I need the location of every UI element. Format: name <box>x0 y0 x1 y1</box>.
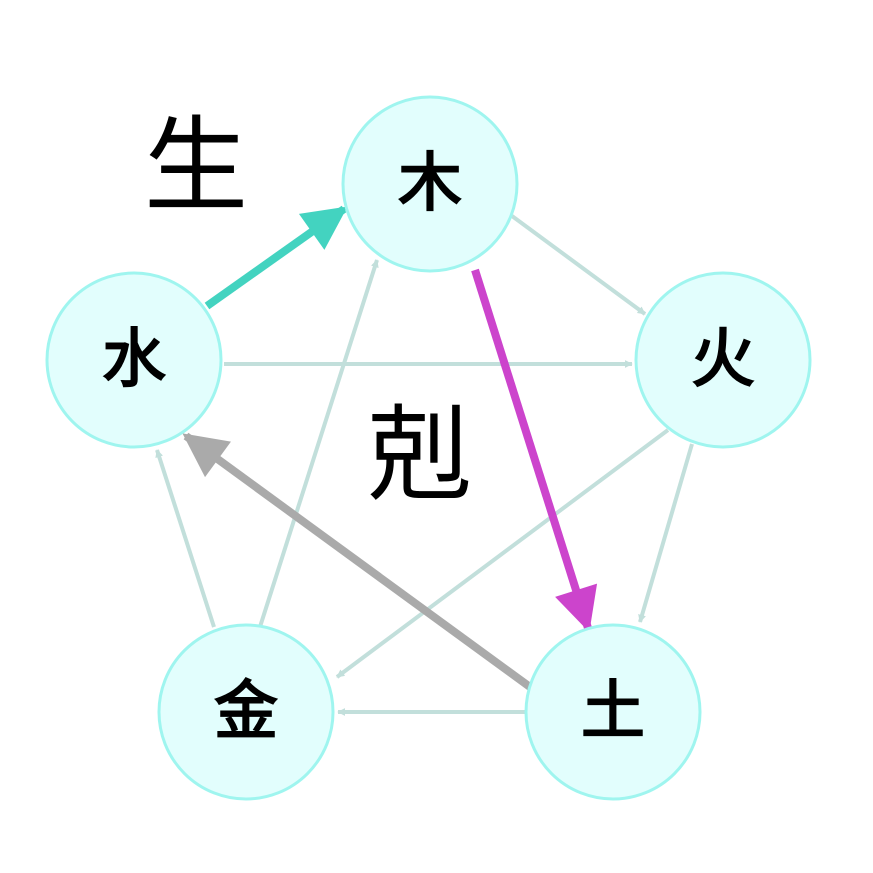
node-water-label: 水 <box>102 323 167 397</box>
node-wood: 木 <box>341 95 519 273</box>
arrow-fire-to-earth <box>638 443 694 623</box>
node-metal: 金 <box>157 623 335 801</box>
node-fire: 火 <box>634 271 812 449</box>
arrow-water-to-wood-highlight <box>204 205 348 310</box>
arrow-fire-to-metal <box>335 428 670 679</box>
arrow-wood-to-earth-highlight <box>471 268 598 633</box>
node-fire-label: 火 <box>691 323 755 397</box>
arrow-earth-to-water-highlight <box>182 432 533 691</box>
node-earth: 土 <box>524 623 702 801</box>
node-water: 水 <box>45 271 223 449</box>
node-wood-label: 木 <box>398 147 462 221</box>
node-metal-label: 金 <box>213 675 279 749</box>
sheng-label: 生 <box>144 105 248 227</box>
arrow-metal-to-water <box>155 449 216 628</box>
arrow-wood-to-fire <box>510 214 647 316</box>
ke-label: 剋 <box>368 394 472 516</box>
arrow-metal-to-wood <box>257 259 379 631</box>
node-earth-label: 土 <box>581 675 645 749</box>
